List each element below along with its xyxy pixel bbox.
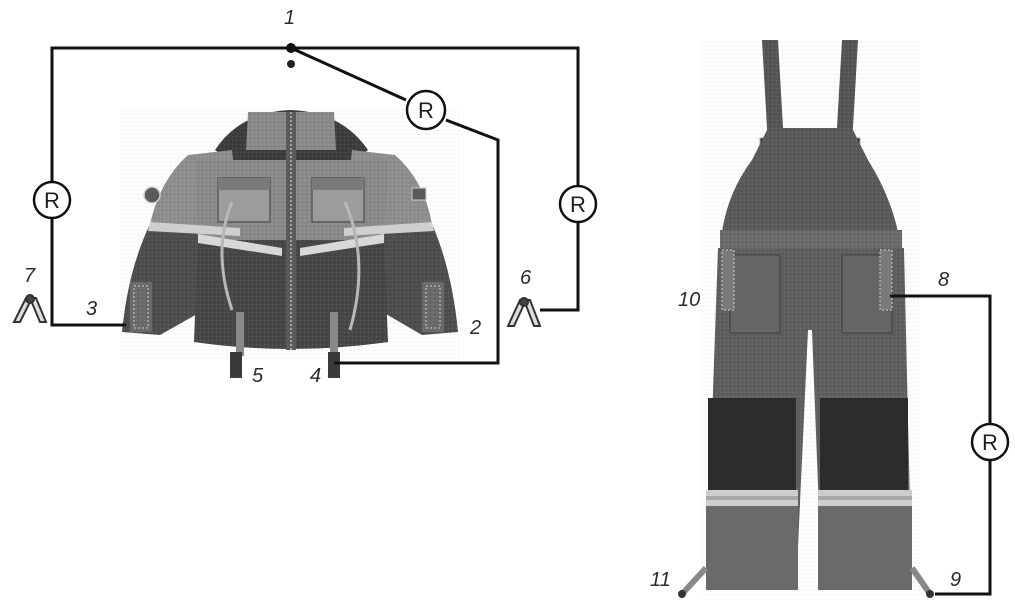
point-label-8: 8 xyxy=(938,269,949,291)
point-label-11: 11 xyxy=(650,569,671,591)
connection-point-1-lower xyxy=(287,60,295,68)
wire-to-point-4 xyxy=(334,118,500,365)
point-label-10: 10 xyxy=(678,289,700,311)
resistor-overalls: R xyxy=(970,422,1010,462)
resistor-left: R xyxy=(32,180,72,220)
wire-top-right xyxy=(291,46,580,186)
resistor-overalls-label: R xyxy=(982,430,998,455)
point-label-1: 1 xyxy=(284,7,295,29)
wire-overalls-bottom xyxy=(935,460,992,596)
clamp-icon-7 xyxy=(12,294,48,323)
jacket xyxy=(120,110,460,378)
wire-diagonal xyxy=(290,46,407,102)
measurement-circuit xyxy=(50,46,992,596)
wire-top-left xyxy=(50,46,291,182)
point-label-6: 6 xyxy=(520,267,532,289)
wire-right-down xyxy=(540,222,580,312)
resistor-left-label: R xyxy=(44,188,60,213)
resistor-middle: R xyxy=(405,89,447,131)
point-label-7: 7 xyxy=(24,265,36,287)
wire-left-down xyxy=(50,218,126,327)
point-label-9: 9 xyxy=(950,569,961,591)
resistor-middle-label: R xyxy=(418,98,434,123)
resistor-right-label: R xyxy=(570,192,586,217)
clamp-icon-6 xyxy=(506,297,542,327)
resistor-right: R xyxy=(558,184,598,224)
overalls xyxy=(678,40,934,598)
point-label-4: 4 xyxy=(310,365,321,387)
connection-point-1 xyxy=(286,43,296,53)
point-label-5: 5 xyxy=(252,365,264,387)
wire-overalls-top xyxy=(890,294,992,424)
point-label-2: 2 xyxy=(469,317,481,339)
point-label-3: 3 xyxy=(86,298,97,320)
